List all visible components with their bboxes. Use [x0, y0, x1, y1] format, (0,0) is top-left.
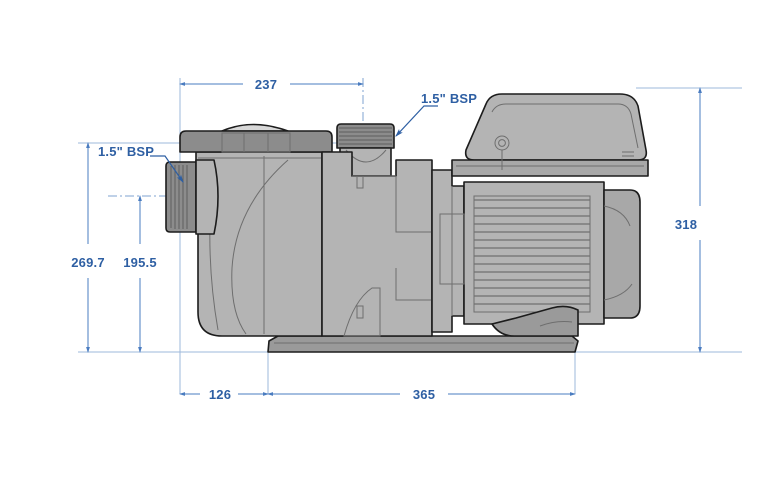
annotation-bsp-suction-label: 1.5" BSP [98, 144, 154, 159]
motor-foot [491, 305, 579, 337]
dimension-237-label: 237 [255, 77, 277, 92]
dimension-126-label: 126 [209, 387, 231, 402]
dimension-269-7: 269.7 [71, 142, 105, 353]
volute [321, 151, 434, 337]
discharge-thread-lines [339, 127, 392, 145]
dimension-195-5: 195.5 [123, 195, 157, 353]
motor-shaft-housing [439, 213, 465, 285]
annotation-bsp-discharge-label: 1.5" BSP [421, 91, 477, 106]
seal-plate [431, 169, 465, 333]
terminal-box [451, 93, 649, 177]
dimension-318-label: 318 [675, 217, 697, 232]
dimension-126: 126 [179, 387, 269, 402]
motor-cooling-fins [474, 199, 590, 305]
motor [463, 181, 641, 325]
dimension-195-5-label: 195.5 [123, 255, 157, 270]
base-plate [267, 335, 579, 353]
strainer-lid [179, 123, 333, 159]
annotation-bsp-discharge: 1.5" BSP [395, 91, 477, 137]
dimension-318: 318 [675, 87, 702, 353]
dimension-365-label: 365 [413, 387, 435, 402]
dimension-269-7-label: 269.7 [71, 255, 105, 270]
suction-port [165, 159, 219, 235]
annotation-bsp-suction: 1.5" BSP [98, 144, 184, 183]
pump-assembly [165, 93, 649, 353]
dimension-237: 237 [179, 77, 364, 92]
dimension-365: 365 [267, 387, 576, 402]
